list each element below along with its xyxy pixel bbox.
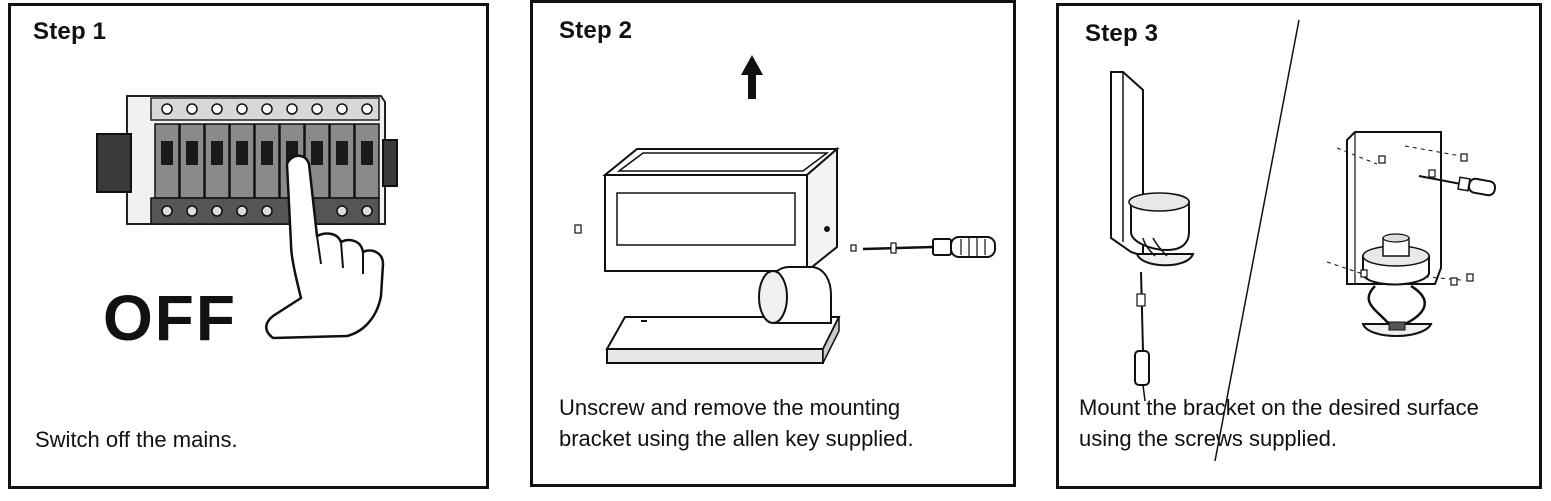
step-3-panel: Step 3 xyxy=(1056,3,1542,489)
step-3-caption: Mount the bracket on the desired surface… xyxy=(1079,392,1479,454)
step-1-title: Step 1 xyxy=(33,18,107,45)
screw-icon xyxy=(1360,153,1474,286)
step-1-caption: Switch off the mains. xyxy=(35,427,238,452)
diagonal-guide-line xyxy=(1214,19,1300,462)
screwdriver-icon xyxy=(862,236,996,258)
off-label-graphic: OFF xyxy=(103,282,237,354)
light-fixture-housing-icon xyxy=(574,146,840,274)
mounting-bracket-icon xyxy=(605,266,841,364)
step-2-caption-line-2: bracket using the allen key supplied. xyxy=(559,426,914,451)
off-label: OFF xyxy=(103,282,237,354)
screwdriver-icon xyxy=(1418,175,1497,197)
step-2-panel: Step 2 xyxy=(530,0,1016,487)
step-2-caption: Unscrew and remove the mounting bracket … xyxy=(559,392,914,454)
step-3-title: Step 3 xyxy=(1085,20,1159,47)
step-3-caption-line-2: using the screws supplied. xyxy=(1079,426,1338,451)
step-2-caption-line-1: Unscrew and remove the mounting xyxy=(559,395,901,420)
pointing-hand-icon xyxy=(265,154,385,340)
circuit-breaker-panel-icon xyxy=(96,95,398,225)
step-3-caption-line-1: Mount the bracket on the desired surface xyxy=(1079,395,1479,420)
screw-icon xyxy=(850,244,857,252)
step-2-title: Step 2 xyxy=(559,17,633,44)
wall-bracket-side-view-icon xyxy=(1110,71,1195,402)
up-arrow-icon xyxy=(741,55,763,99)
wall-bracket-front-view-icon xyxy=(1326,131,1462,337)
step-1-panel: Step 1 xyxy=(8,3,489,489)
